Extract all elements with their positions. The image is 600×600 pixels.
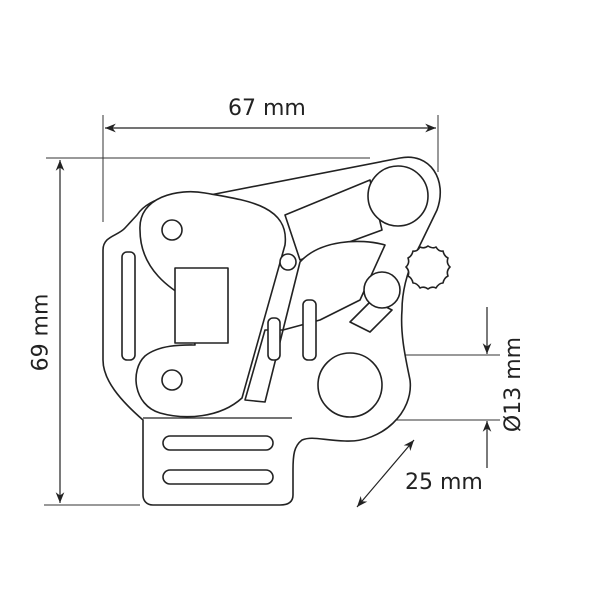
rivet bbox=[161, 369, 183, 391]
depth-dimension-arrow bbox=[356, 439, 415, 508]
depth-label: 25 mm bbox=[405, 470, 483, 495]
width-label: 67 mm bbox=[228, 96, 306, 121]
diameter-label: Ø13 mm bbox=[501, 336, 527, 433]
attachment-slot bbox=[162, 435, 274, 451]
slot bbox=[267, 317, 281, 361]
attachment-hole bbox=[317, 352, 383, 418]
rivet bbox=[161, 219, 183, 241]
roller bbox=[367, 165, 429, 227]
window bbox=[174, 267, 229, 344]
rivet bbox=[279, 253, 297, 271]
slot bbox=[302, 299, 317, 361]
catch-pivot bbox=[363, 271, 401, 309]
lever-arm bbox=[284, 179, 383, 261]
knurled-knob bbox=[405, 245, 451, 290]
slot bbox=[121, 251, 136, 361]
attachment-slot bbox=[162, 469, 274, 485]
height-label: 69 mm bbox=[28, 293, 54, 372]
